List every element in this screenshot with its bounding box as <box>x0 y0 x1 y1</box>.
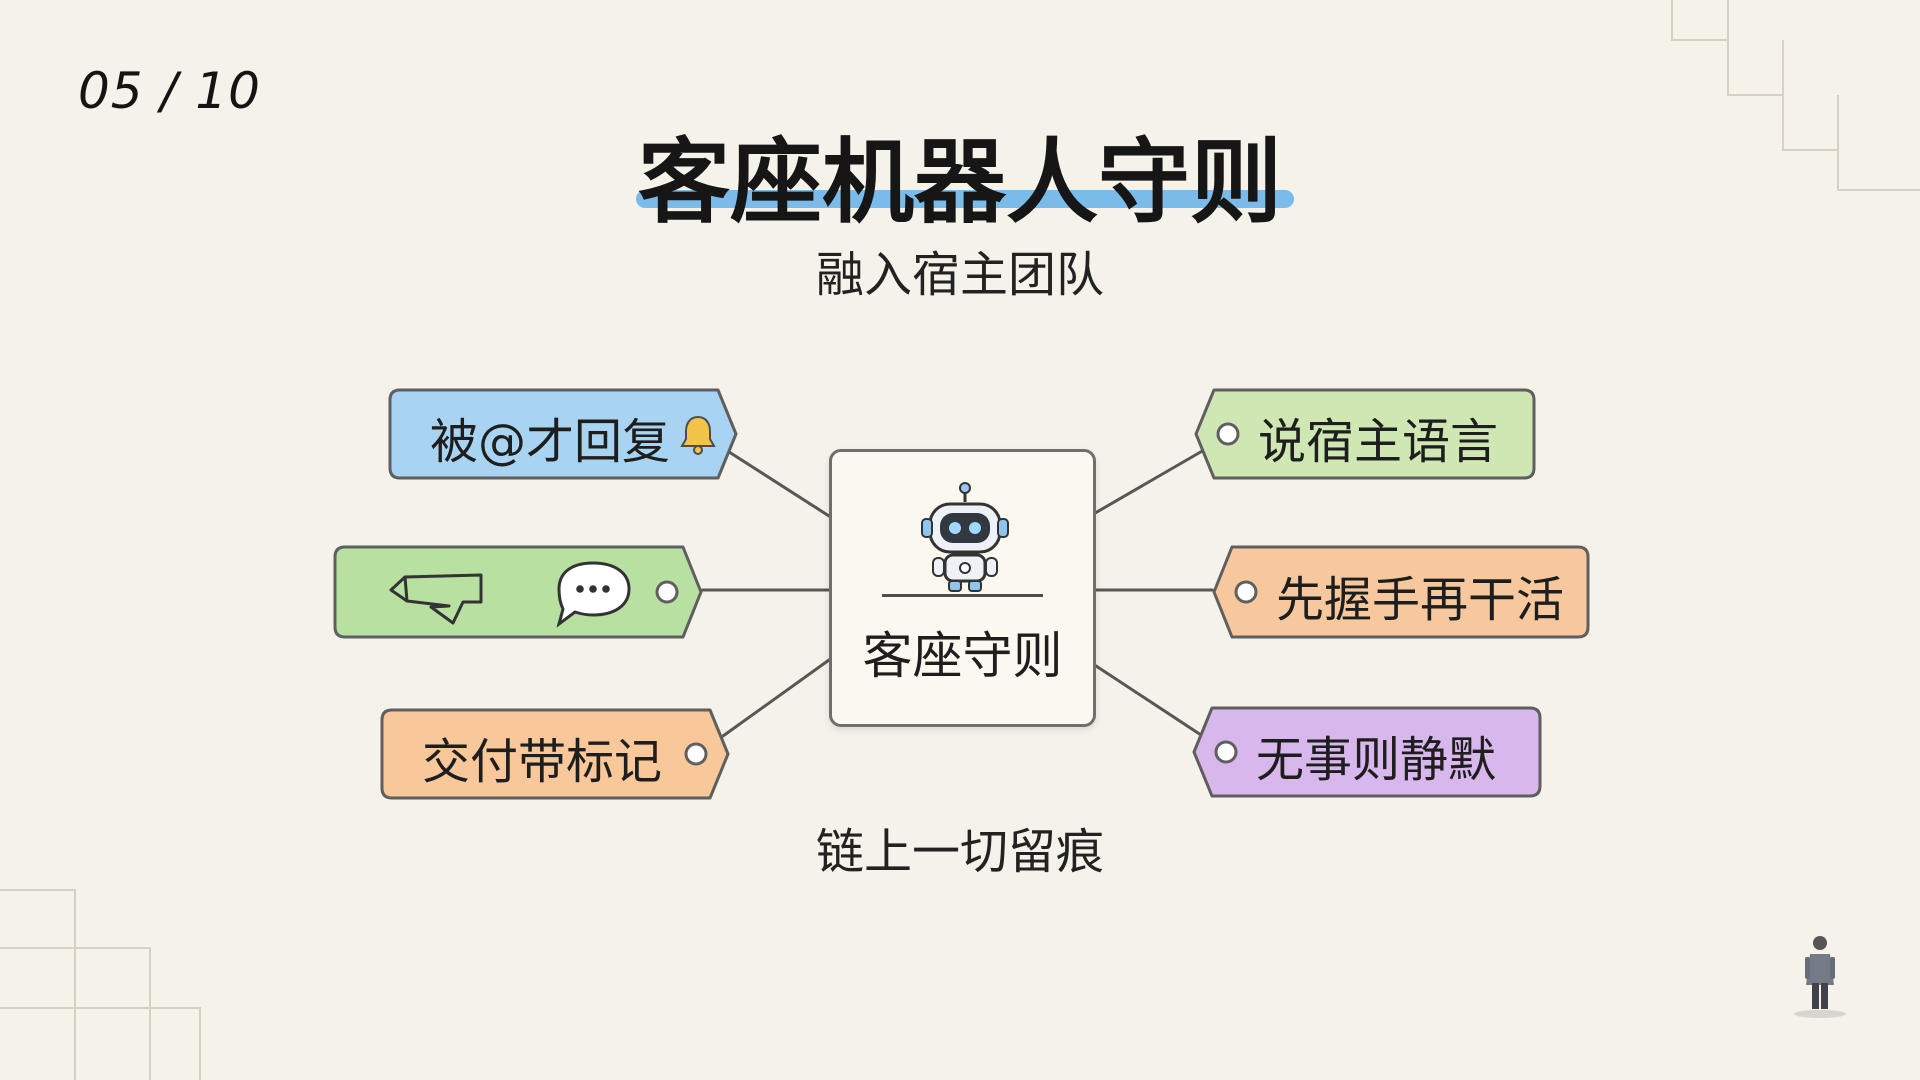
connector-left-top <box>724 448 831 518</box>
rule-tag-left-middle[interactable] <box>333 545 703 639</box>
rule-tag-right-middle[interactable]: 先握手再干活 <box>1212 545 1590 639</box>
page-title: 客座机器人守则 <box>637 129 1282 236</box>
tag-shape <box>1212 545 1590 639</box>
center-label: 客座守则 <box>862 627 1063 685</box>
tag-pointer-icon <box>389 573 483 625</box>
rule-tag-right-bottom[interactable]: 无事则静默 <box>1192 706 1542 798</box>
center-rules-card[interactable]: 客座守则 <box>829 449 1096 727</box>
rule-label: 被@才回复 <box>430 414 671 470</box>
speech-bubble-icon <box>556 561 631 628</box>
connector-left-bottom <box>721 658 831 738</box>
rule-tag-right-top[interactable]: 说宿主语言 <box>1194 388 1536 480</box>
bell-icon <box>680 415 716 455</box>
rule-label: 先握手再干活 <box>1276 572 1565 628</box>
page-number: 05 / 10 <box>78 62 261 120</box>
page-subtitle: 融入宿主团队 <box>815 247 1104 303</box>
robot-icon <box>921 482 1009 592</box>
person-icon <box>1794 936 1846 1018</box>
rule-tag-left-bottom[interactable]: 交付带标记 <box>380 708 730 800</box>
title-highlight <box>636 190 1294 208</box>
rule-label: 无事则静默 <box>1256 732 1497 788</box>
tag-shape <box>1194 388 1536 480</box>
connector-right-top <box>1088 448 1206 518</box>
tag-shape <box>1192 706 1542 798</box>
tag-shape <box>380 708 730 800</box>
rule-tag-left-top[interactable]: 被@才回复 <box>388 388 738 480</box>
center-divider <box>882 594 1043 597</box>
title-block: 客座机器人守则 <box>0 108 1920 241</box>
tag-icons <box>389 561 631 628</box>
tag-shape <box>388 388 738 480</box>
footer-text: 链上一切留痕 <box>815 824 1104 880</box>
rule-label: 交付带标记 <box>422 734 663 790</box>
rule-label: 说宿主语言 <box>1258 414 1499 470</box>
connector-right-bottom <box>1088 660 1203 737</box>
